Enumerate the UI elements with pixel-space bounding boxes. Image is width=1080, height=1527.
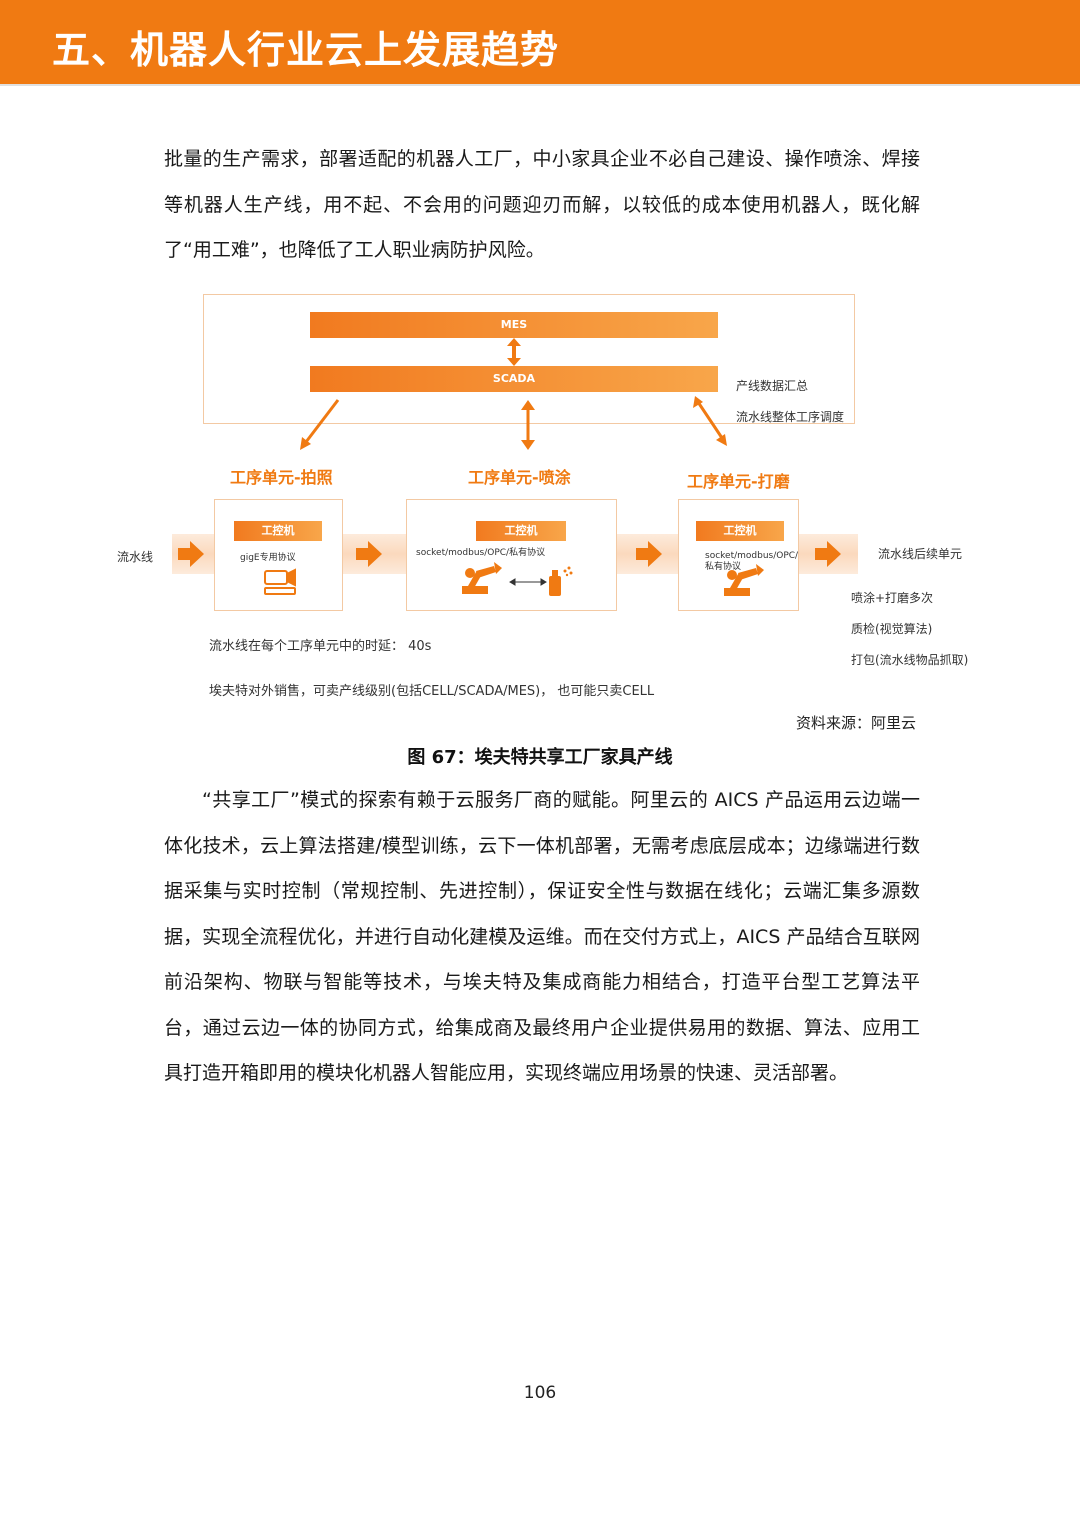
header-bar: 五、机器人行业云上发展趋势 xyxy=(0,0,1080,86)
source-note: 资料来源：阿里云 xyxy=(795,714,916,732)
side-note-1: 产线数据汇总 xyxy=(736,379,809,393)
protocol-spray: socket/modbus/OPC/私有协议 xyxy=(416,548,546,558)
scada-bar: SCADA xyxy=(310,366,718,392)
sales-note: 埃夫特对外销售，可卖产线级别(包括CELL/SCADA/MES)， 也可能只卖C… xyxy=(209,684,655,699)
flow-arrow-3 xyxy=(636,541,662,567)
ipc-photo: 工控机 xyxy=(234,521,322,541)
unit-box-spray xyxy=(406,499,617,611)
figure-caption: 图 67：埃夫特共享工厂家具产线 xyxy=(407,747,673,768)
flow-start-label: 流水线 xyxy=(117,550,154,564)
scada-to-polish-arrow xyxy=(693,396,727,446)
flow-arrow-2 xyxy=(356,541,382,567)
polish-robot-icon xyxy=(724,564,764,596)
flow-arrow-4 xyxy=(815,541,841,567)
followup-3: 打包(流水线物品抓取) xyxy=(851,653,969,667)
unit-title-spray: 工序单元-喷涂 xyxy=(468,468,571,487)
latency-note: 流水线在每个工序单元中的时延： 40s xyxy=(209,639,432,654)
followup-2: 质检(视觉算法) xyxy=(851,622,933,636)
protocol-photo: gigE专用协议 xyxy=(240,553,296,563)
ipc-polish: 工控机 xyxy=(696,521,784,541)
unit-title-polish: 工序单元-打磨 xyxy=(687,472,790,491)
body-paragraph-1: 批量的生产需求，部署适配的机器人工厂，中小家具企业不必自己建设、操作喷涂、焊接等… xyxy=(164,148,920,261)
production-line-diagram: MES SCADA 产线数据汇总 流水线整体工序调度 工序单元-拍照 工序单元-… xyxy=(110,290,990,710)
page-number: 106 xyxy=(523,1383,557,1403)
spray-bottle-icon xyxy=(549,566,573,596)
body-paragraph-2: “共享工厂”模式的探索有赖于云服务厂商的赋能。阿里云的 AICS 产品运用云边端… xyxy=(164,789,920,1084)
ipc-spray: 工控机 xyxy=(476,521,566,541)
protocol-polish: socket/modbus/OPC/私有协议 xyxy=(705,551,799,572)
camera-icon xyxy=(264,568,296,595)
mes-scada-arrow xyxy=(507,338,521,366)
followup-1: 喷涂+打磨多次 xyxy=(851,591,934,605)
scada-to-photo-arrow xyxy=(300,399,340,450)
side-note-2: 流水线整体工序调度 xyxy=(736,410,845,424)
double-arrow xyxy=(509,578,547,586)
scada-spray-arrow xyxy=(521,400,535,450)
mes-bar: MES xyxy=(310,312,718,338)
unit-box-photo xyxy=(214,499,343,611)
section-title: 五、机器人行业云上发展趋势 xyxy=(52,28,560,72)
flow-arrow-1 xyxy=(178,541,204,567)
robot-arm-icon xyxy=(462,562,502,594)
flow-end-label: 流水线后续单元 xyxy=(878,547,963,561)
unit-title-photo: 工序单元-拍照 xyxy=(230,468,333,487)
diagram-arrows xyxy=(178,338,841,596)
